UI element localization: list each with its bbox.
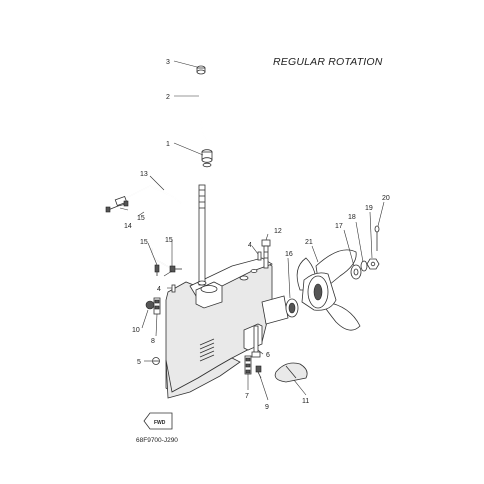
propeller bbox=[296, 249, 361, 331]
callout-15b: 15 bbox=[140, 239, 148, 246]
screw-5 bbox=[152, 357, 160, 365]
callout-2: 2 bbox=[166, 94, 170, 101]
callout-numbers: 3 2 1 13 15 14 15 15 4 12 16 4 10 8 5 6 … bbox=[124, 59, 390, 411]
pin-4-lower bbox=[171, 284, 176, 293]
grommet-top bbox=[196, 65, 206, 75]
callout-3: 3 bbox=[166, 59, 170, 66]
spacer-17 bbox=[350, 264, 362, 280]
callout-5: 5 bbox=[137, 359, 141, 366]
callout-1: 1 bbox=[166, 141, 170, 148]
callout-16: 16 bbox=[285, 251, 293, 258]
fwd-label: FWD bbox=[154, 420, 166, 426]
diagram-title: REGULAR ROTATION bbox=[273, 56, 383, 68]
callout-4-upper: 4 bbox=[248, 242, 252, 249]
water-pipe bbox=[200, 72, 209, 159]
callout-6: 6 bbox=[266, 352, 270, 359]
plug-8 bbox=[153, 297, 161, 315]
screw-15b bbox=[154, 264, 160, 276]
cotter-pin-20 bbox=[374, 225, 380, 251]
callout-15a: 15 bbox=[137, 215, 145, 222]
lower-case-housing bbox=[165, 257, 289, 399]
screw-15c bbox=[169, 265, 182, 273]
callout-7: 7 bbox=[245, 393, 249, 400]
leader-lines bbox=[119, 60, 385, 401]
pin-4-upper bbox=[257, 251, 262, 261]
callout-11: 11 bbox=[302, 398, 309, 405]
water-intake-grille bbox=[199, 338, 215, 362]
callout-9: 9 bbox=[265, 404, 269, 411]
drive-shaft bbox=[197, 184, 207, 286]
washer-18 bbox=[360, 260, 368, 272]
plug-10 bbox=[145, 300, 155, 310]
callout-8: 8 bbox=[151, 338, 155, 345]
screw-15a bbox=[117, 200, 129, 207]
forward-direction-arrow: FWD bbox=[143, 412, 173, 430]
callout-21: 21 bbox=[305, 239, 313, 246]
seal-16 bbox=[285, 298, 299, 318]
callout-18: 18 bbox=[348, 214, 356, 221]
callout-19: 19 bbox=[365, 205, 373, 212]
callout-4-lower: 4 bbox=[157, 286, 161, 293]
callout-13: 13 bbox=[140, 171, 148, 178]
callout-14: 14 bbox=[124, 223, 132, 230]
callout-15c: 15 bbox=[165, 237, 173, 244]
bolt-6 bbox=[251, 325, 261, 358]
callout-12: 12 bbox=[274, 228, 282, 235]
screw-14 bbox=[105, 205, 119, 213]
callout-20: 20 bbox=[382, 195, 390, 202]
trim-tab-anode bbox=[274, 362, 308, 383]
callout-10: 10 bbox=[132, 327, 140, 334]
callout-17: 17 bbox=[335, 223, 343, 230]
nut-19 bbox=[366, 258, 380, 270]
plug-7 bbox=[244, 355, 252, 375]
diagram-code: 68F9700-J290 bbox=[136, 437, 178, 444]
grommet-bottom bbox=[201, 149, 213, 168]
